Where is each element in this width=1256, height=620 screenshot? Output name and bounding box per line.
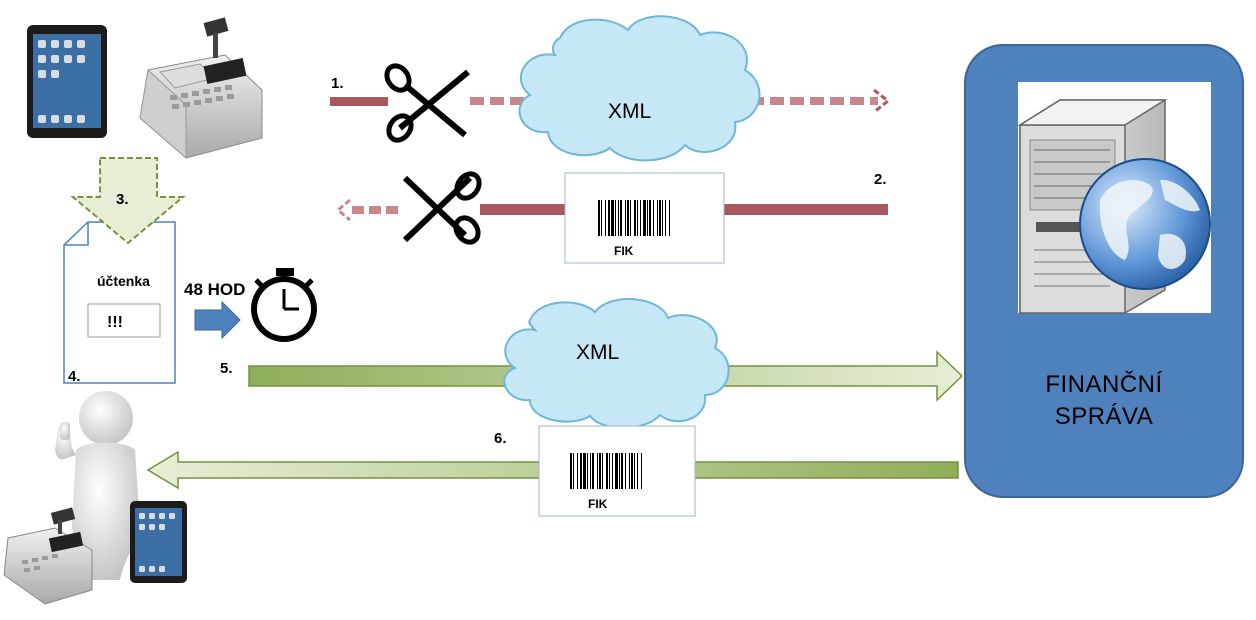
barcode-bar <box>659 200 661 236</box>
barcode-bar <box>583 453 586 489</box>
cloud-icon <box>518 15 761 162</box>
barcode-bar <box>608 200 610 236</box>
barcode-bar <box>629 453 630 489</box>
barcode-bar <box>649 200 651 236</box>
cash-register-icon <box>139 17 263 160</box>
failed-response-arrow-dashed <box>335 198 398 222</box>
barcode-bar <box>641 453 642 489</box>
barcode-bar <box>570 453 572 489</box>
barcode-bar <box>631 453 633 489</box>
barcode-bar <box>634 453 635 489</box>
stopwatch-icon <box>251 268 317 342</box>
barcode-bar <box>634 200 636 236</box>
barcode-bar <box>657 200 658 236</box>
barcode-bar <box>625 200 626 236</box>
barcode-bar <box>662 200 663 236</box>
globe-icon <box>1079 158 1211 290</box>
barcode-bar <box>602 453 603 489</box>
barcode-bar <box>637 453 638 489</box>
barcode-bar <box>620 200 622 236</box>
barcode-bar <box>630 200 631 236</box>
barcode-bar <box>598 200 600 236</box>
step-1-label: 1. <box>331 75 344 92</box>
barcode-bar <box>615 200 616 236</box>
barcode-bar <box>637 200 638 236</box>
fik-code-label: FIK <box>588 497 608 511</box>
tablet-icon <box>130 501 187 583</box>
tablet-icon <box>27 25 107 138</box>
barcode-bar <box>627 200 629 236</box>
xml-message-label: XML <box>608 100 651 123</box>
barcode-bar <box>611 200 614 236</box>
barcode-bar <box>601 200 602 236</box>
barcode-bar <box>615 453 618 489</box>
barcode-bar <box>609 453 610 489</box>
barcode-bar <box>612 453 613 489</box>
failed-send-arrow-start <box>330 97 388 106</box>
receipt-warning: !!! <box>107 314 123 331</box>
barcode-bar <box>605 200 606 236</box>
barcode-bar <box>599 453 601 489</box>
barcode-bar <box>597 453 598 489</box>
barcode-bar <box>590 453 591 489</box>
time-limit-label: 48 HOD <box>184 280 245 299</box>
barcode-bar <box>592 453 594 489</box>
barcode-bar <box>669 200 670 236</box>
authority-name-line1: FINANČNÍ <box>1045 370 1162 398</box>
barcode-bar <box>606 453 608 489</box>
fik-code-label: FIK <box>614 244 634 258</box>
time-limit-arrow <box>194 300 241 340</box>
scissors-icon <box>384 63 470 143</box>
barcode-icon <box>570 453 642 489</box>
step-4-label: 4. <box>68 368 81 385</box>
step-2-label: 2. <box>874 171 887 188</box>
person-thumbs-up-icon <box>55 391 140 580</box>
scissors-icon <box>402 171 482 245</box>
barcode-bar <box>621 453 623 489</box>
print-receipt-arrow <box>70 157 186 245</box>
barcode-icon <box>598 200 670 236</box>
step-6-label: 6. <box>494 430 507 447</box>
barcode-bar <box>643 200 646 236</box>
barcode-bar <box>640 200 641 236</box>
barcode-bar <box>625 453 626 489</box>
barcode-bar <box>577 453 578 489</box>
barcode-bar <box>619 453 620 489</box>
barcode-bar <box>647 200 648 236</box>
barcode-bar <box>665 200 666 236</box>
barcode-bar <box>618 200 619 236</box>
receipt-warning-box <box>87 303 161 338</box>
step-5-label: 5. <box>220 360 233 377</box>
barcode-bar <box>580 453 582 489</box>
cloud-icon <box>503 298 730 429</box>
barcode-bar <box>653 200 654 236</box>
cash-register-icon <box>3 507 93 605</box>
fik-code-box <box>564 172 725 264</box>
xml-message-label: XML <box>576 341 619 364</box>
barcode-bar <box>587 453 588 489</box>
barcode-bar <box>573 453 574 489</box>
receipt-title: účtenka <box>97 273 150 289</box>
step-3-label: 3. <box>116 191 129 208</box>
receipt-document <box>63 221 176 384</box>
authority-name-line2: SPRÁVA <box>1055 403 1154 430</box>
fik-code-box <box>538 425 696 517</box>
